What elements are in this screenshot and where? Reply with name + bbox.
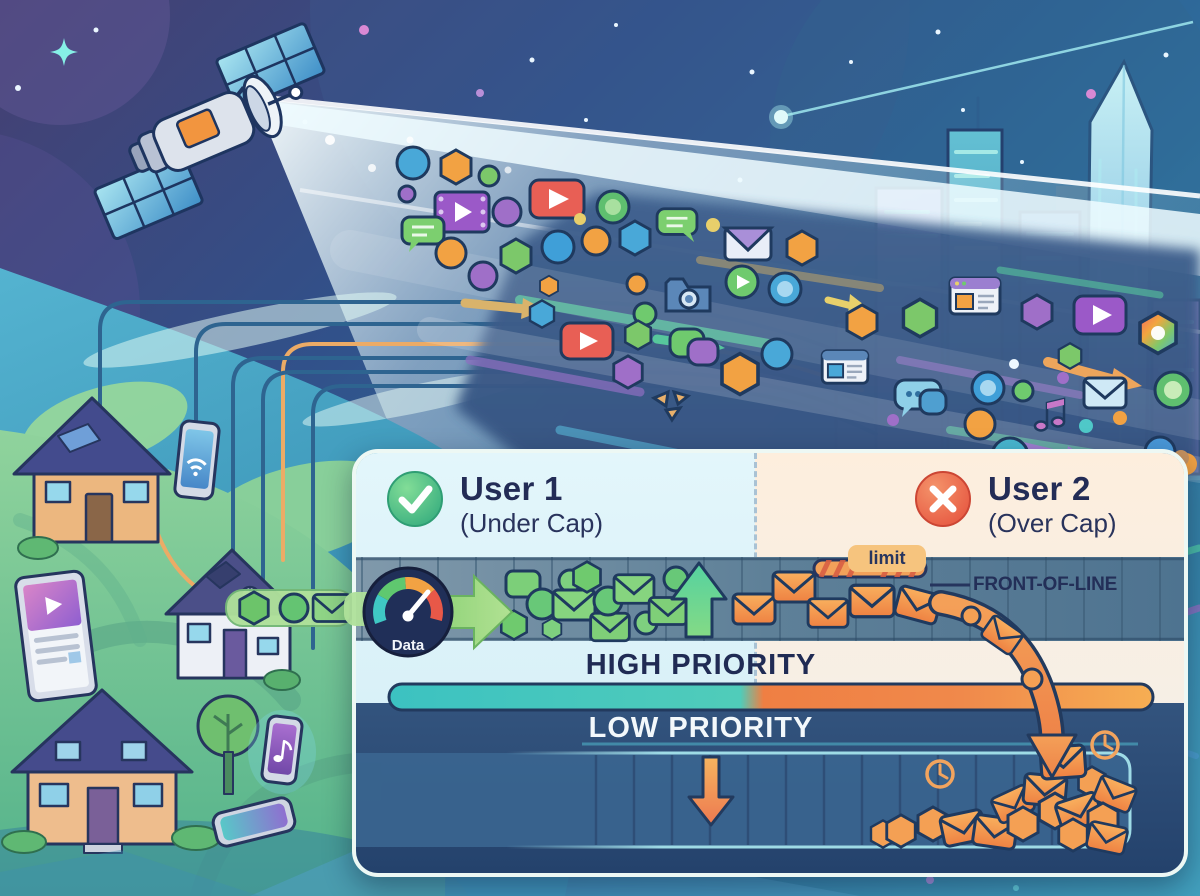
stream-shapes — [395, 145, 1197, 476]
x-icon — [915, 471, 971, 527]
panel-art — [356, 545, 1184, 873]
user2-status: (Over Cap) — [988, 508, 1117, 538]
user1-status: (Under Cap) — [460, 508, 604, 538]
house-icon — [12, 396, 172, 560]
chat-bubble-icon — [655, 207, 699, 242]
limit-label: limit — [868, 548, 906, 568]
green-data-queue — [499, 560, 690, 643]
browser-window-icon — [820, 349, 870, 385]
music-phone-icon — [260, 714, 304, 786]
user2-name: User 2 — [988, 470, 1091, 507]
shooting-star-icon — [769, 20, 1194, 129]
data-pipe — [225, 589, 355, 627]
dish-icon — [242, 74, 304, 139]
chat-dots-icon — [893, 378, 948, 417]
high-priority-label: HIGH PRIORITY — [585, 649, 817, 681]
envelope-icon — [721, 226, 775, 262]
down-arrow-icon — [687, 755, 735, 827]
chat-pair-icon — [668, 327, 720, 367]
video-play-icon — [1072, 294, 1128, 336]
clock-icon — [925, 759, 955, 789]
smartphone-wifi-icon — [173, 419, 221, 501]
homes-and-devices — [1, 396, 355, 854]
clock-icon — [1090, 730, 1120, 760]
priority-gradient-bar — [387, 682, 1155, 712]
video-play-icon — [528, 178, 586, 220]
flat-phone-icon — [211, 796, 297, 848]
chat-bubble-icon — [400, 215, 446, 252]
limit-marker — [812, 545, 970, 587]
user2-header: User 2 (Over Cap) — [914, 470, 1117, 539]
color-wheel-hexagon-icon — [1138, 310, 1178, 356]
hex-fragments — [650, 389, 692, 423]
video-play-icon — [559, 321, 615, 361]
house-icon — [1, 688, 221, 854]
film-play-icon — [433, 190, 491, 234]
music-note-icon — [1033, 397, 1066, 432]
low-priority-label: LOW PRIORITY — [588, 712, 814, 744]
priority-comparison-panel: User 1 (Under Cap) User 2 (Over Cap) HIG… — [352, 449, 1188, 877]
tablet-video-icon — [14, 569, 98, 703]
satellite-icon — [93, 22, 326, 241]
check-icon — [387, 471, 443, 527]
user1-name: User 1 — [460, 470, 563, 507]
up-arrow-icon — [670, 561, 728, 639]
tree-icon — [196, 694, 260, 795]
browser-window-icon — [948, 276, 1002, 316]
sparkle-star-icon — [50, 38, 78, 66]
photo-folder-icon — [664, 277, 712, 313]
curved-demotion-arrow-icon — [928, 590, 1078, 779]
user1-header: User 1 (Under Cap) — [386, 470, 603, 539]
front-of-line-label: FRONT-OF-LINE — [973, 574, 1118, 595]
